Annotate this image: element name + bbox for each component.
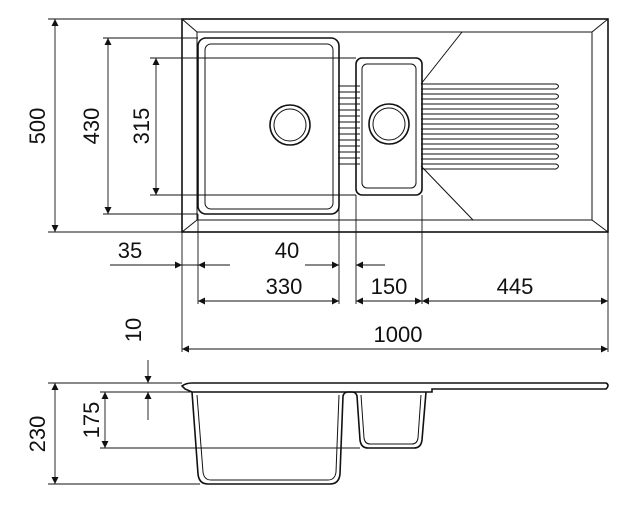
main-bowl-outer — [197, 37, 340, 215]
horizontal-dimensions: 35 40 330 150 445 1000 — [110, 195, 609, 353]
dim-small-bowl-depth: 315 — [129, 108, 154, 145]
dim-bowl-outer-depth: 430 — [79, 108, 104, 145]
plan-view — [181, 18, 609, 233]
main-bowl-inner — [204, 43, 334, 210]
sink-outer-rim — [181, 18, 609, 233]
dim-overall-depth: 500 — [25, 108, 50, 145]
small-drain — [368, 103, 410, 145]
dim-rim-thickness: 10 — [121, 318, 146, 342]
side-elevation — [180, 382, 609, 485]
elevation-dimensions: 10 175 230 — [25, 318, 360, 485]
dim-overall-height: 230 — [25, 416, 50, 453]
dim-rim-offset: 35 — [118, 238, 142, 263]
dim-small-bowl-width: 150 — [371, 274, 408, 299]
sink-inner-rim — [196, 31, 593, 221]
main-drain — [269, 104, 311, 146]
small-bowl-inner — [361, 63, 417, 189]
small-bowl-outer — [355, 57, 423, 196]
dim-small-bowl-height: 175 — [79, 402, 104, 439]
dim-overall-width: 1000 — [374, 322, 423, 347]
elevation-rim — [180, 382, 609, 393]
dim-divider-width: 40 — [275, 238, 299, 263]
elevation-main-bowl — [191, 391, 427, 485]
dim-drainer-width: 445 — [497, 274, 534, 299]
dim-main-bowl-width: 330 — [266, 274, 303, 299]
divider-ribs — [338, 85, 360, 165]
drainer-board — [420, 31, 559, 221]
vertical-dimensions: 500 430 315 — [25, 18, 356, 233]
